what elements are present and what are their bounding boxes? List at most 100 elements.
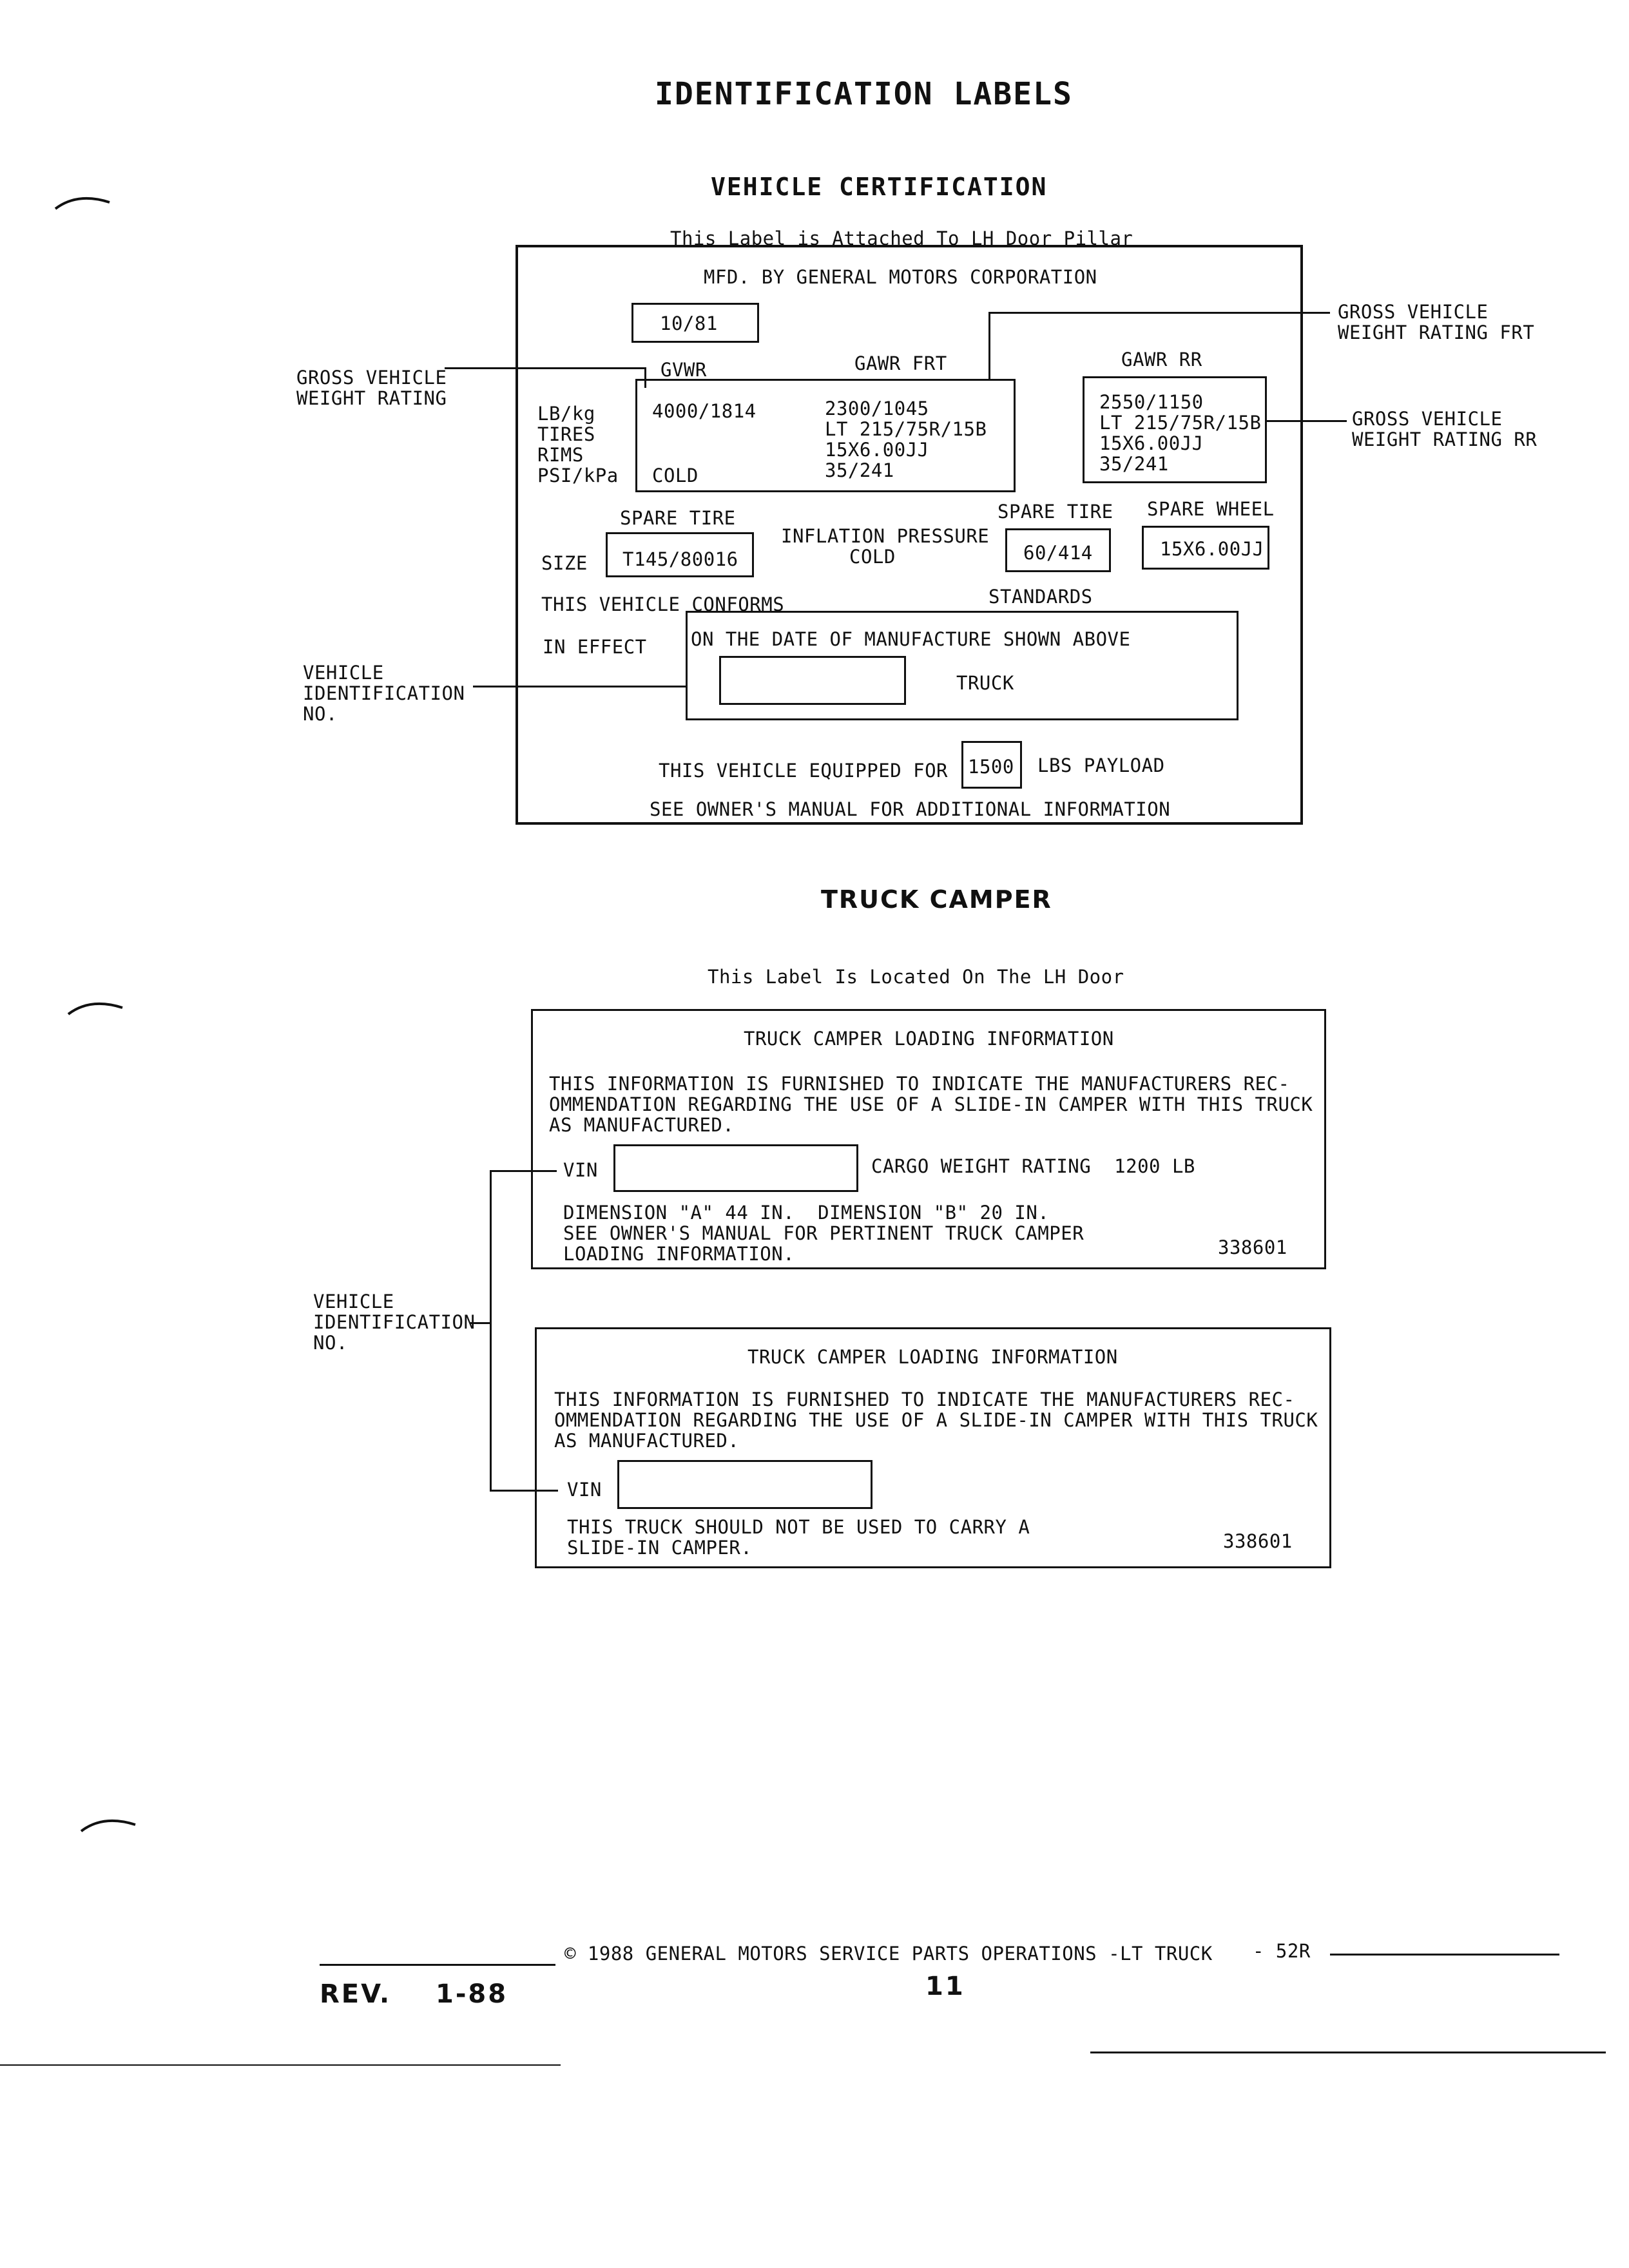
- camper-callout-bracket-top: [490, 1170, 557, 1172]
- camper-label-2-para-line1: THIS INFORMATION IS FURNISHED TO INDICAT…: [554, 1389, 1295, 1410]
- callout-vin-line1: VEHICLE: [303, 662, 384, 684]
- camper-label-1-vin-box: [613, 1144, 858, 1192]
- spare-wheel-value: 15X6.00JJ: [1160, 538, 1264, 560]
- mfd-by-text: MFD. BY GENERAL MOTORS CORPORATION: [704, 266, 1097, 288]
- spare-tire-pressure-box: [1005, 528, 1111, 572]
- camper-callout-vin-line2: IDENTIFICATION: [313, 1311, 476, 1333]
- footer-rule-right: [1330, 1954, 1559, 1956]
- gawr-rr-value-pressure: 35/241: [1099, 453, 1169, 475]
- camper-label-1-part-no: 338601: [1218, 1236, 1287, 1258]
- camper-label-2-warning-line1: THIS TRUCK SHOULD NOT BE USED TO CARRY A: [567, 1516, 1030, 1538]
- camper-callout-bracket-stub: [470, 1322, 491, 1324]
- camper-label-1-cargo-rating: CARGO WEIGHT RATING 1200 LB: [871, 1155, 1195, 1177]
- truck-camper-caption: This Label Is Located On The LH Door: [708, 966, 1124, 988]
- manufacture-date-value: 10/81: [660, 312, 718, 334]
- spare-tire-size-value: T145/80016: [622, 548, 738, 570]
- camper-label-2-warning-line2: SLIDE-IN CAMPER.: [567, 1537, 753, 1559]
- gawr-frt-value-rims: 15X6.00JJ: [825, 439, 929, 461]
- camper-label-2-part-no: 338601: [1223, 1530, 1293, 1552]
- row-label-rims: RIMS: [537, 444, 584, 466]
- camper-label-1-para-line3: AS MANUFACTURED.: [549, 1114, 735, 1136]
- binder-mark-1: [54, 197, 110, 210]
- callout-gawr-frt-leader-drop: [988, 312, 990, 379]
- binder-mark-3: [80, 1819, 136, 1832]
- camper-callout-bracket-bottom: [490, 1490, 558, 1492]
- spare-wheel-label: SPARE WHEEL: [1147, 498, 1275, 520]
- callout-vin-line2: IDENTIFICATION: [303, 682, 465, 704]
- gvwr-value: 4000/1814: [652, 400, 757, 422]
- vehicle-certification-heading: VEHICLE CERTIFICATION: [711, 173, 1048, 201]
- footer-section: - 52R: [1253, 1940, 1311, 1962]
- callout-gawr-frt-leader: [988, 312, 1330, 314]
- spare-tire-size-box: [606, 532, 754, 577]
- see-owners-manual-text: SEE OWNER'S MANUAL FOR ADDITIONAL INFORM…: [650, 798, 1171, 820]
- footer-rev-label: REV.: [320, 1979, 392, 2009]
- truck-label: TRUCK: [956, 672, 1014, 694]
- payload-value: 1500: [968, 756, 1014, 778]
- camper-label-2-para-line3: AS MANUFACTURED.: [554, 1430, 740, 1452]
- callout-gvwr-leader-drop: [644, 367, 646, 388]
- callout-gvwr-line1: GROSS VEHICLE: [296, 367, 447, 389]
- payload-box: [961, 741, 1022, 789]
- camper-label-1-para-line2: OMMENDATION REGARDING THE USE OF A SLIDE…: [549, 1093, 1313, 1115]
- size-label: SIZE: [541, 552, 588, 574]
- gvwr-cold-label: COLD: [652, 465, 699, 486]
- camper-label-1-see-owners-line2: LOADING INFORMATION.: [563, 1243, 795, 1265]
- camper-label-2-title: TRUCK CAMPER LOADING INFORMATION: [747, 1346, 1118, 1368]
- callout-gawr-rr-line1: GROSS VEHICLE: [1352, 408, 1503, 430]
- spare-tire-label: SPARE TIRE: [620, 507, 736, 529]
- equipped-for-text: THIS VEHICLE EQUIPPED FOR: [659, 760, 948, 782]
- callout-gawr-frt-line2: WEIGHT RATING FRT: [1338, 322, 1535, 343]
- callout-gvwr-line2: WEIGHT RATING: [296, 387, 447, 409]
- camper-label-1-vin-label: VIN: [563, 1159, 598, 1181]
- row-label-lbkg: LB/kg: [537, 403, 595, 425]
- camper-callout-bracket-vertical: [490, 1170, 492, 1491]
- gawr-frt-value-pressure: 35/241: [825, 459, 894, 481]
- gawr-rr-box: [1083, 376, 1267, 483]
- page-title: IDENTIFICATION LABELS: [655, 76, 1073, 112]
- spare-tire-pressure-value: 60/414: [1023, 542, 1093, 564]
- camper-label-2-para-line2: OMMENDATION REGARDING THE USE OF A SLIDE…: [554, 1409, 1318, 1431]
- callout-gawr-frt-line1: GROSS VEHICLE: [1338, 301, 1489, 323]
- camper-label-2-vin-label: VIN: [567, 1479, 602, 1501]
- camper-label-1-title: TRUCK CAMPER LOADING INFORMATION: [744, 1028, 1114, 1050]
- camper-label-1-see-owners-line1: SEE OWNER'S MANUAL FOR PERTINENT TRUCK C…: [563, 1222, 1084, 1244]
- camper-label-2-vin-box: [617, 1460, 872, 1509]
- gawr-rr-value-weight: 2550/1150: [1099, 391, 1204, 413]
- footer-bottom-rule-left: [0, 2064, 561, 2066]
- gawr-frt-value-weight: 2300/1045: [825, 398, 929, 419]
- vin-field-box: [719, 656, 906, 705]
- spare-tire-pressure-label: SPARE TIRE: [998, 501, 1113, 523]
- inflation-cold-label: COLD: [849, 546, 896, 568]
- callout-gvwr-leader: [445, 367, 646, 369]
- footer-rev-value: 1-88: [436, 1979, 508, 2009]
- camper-label-2: [535, 1327, 1331, 1568]
- callout-gawr-rr-line2: WEIGHT RATING RR: [1352, 428, 1537, 450]
- gawr-frt-value-tires: LT 215/75R/15B: [825, 418, 987, 440]
- camper-label-1: [531, 1009, 1326, 1269]
- footer-bottom-rule-right: [1090, 2052, 1606, 2053]
- binder-mark-2: [67, 1002, 123, 1015]
- spare-wheel-box: [1142, 526, 1269, 570]
- certification-label-frame: [516, 245, 1303, 825]
- date-of-manufacture-box: [686, 611, 1239, 720]
- callout-gawr-rr-leader: [1267, 420, 1347, 422]
- gawr-rr-column-header: GAWR RR: [1121, 349, 1202, 370]
- footer-copyright: © 1988 GENERAL MOTORS SERVICE PARTS OPER…: [564, 1943, 1213, 1965]
- row-label-psikpa: PSI/kPa: [537, 465, 619, 486]
- callout-vin-leader: [473, 686, 686, 687]
- standards-text: STANDARDS: [988, 586, 1093, 608]
- gawr-rr-value-rims: 15X6.00JJ: [1099, 432, 1204, 454]
- inflation-pressure-label: INFLATION PRESSURE: [781, 525, 990, 547]
- gawr-rr-value-tires: LT 215/75R/15B: [1099, 412, 1262, 434]
- truck-camper-heading: TRUCK CAMPER: [821, 885, 1052, 914]
- gvwr-gawr-frt-box: [635, 379, 1016, 492]
- callout-vin-line3: NO.: [303, 703, 338, 725]
- manufacture-date-box: [631, 303, 759, 343]
- gvwr-column-header: GVWR: [660, 359, 707, 381]
- row-label-tires: TIRES: [537, 423, 595, 445]
- date-of-manufacture-text: ON THE DATE OF MANUFACTURE SHOWN ABOVE: [691, 628, 1131, 650]
- footer-page-number: 11: [925, 1972, 965, 2001]
- in-effect-text: IN EFFECT: [543, 636, 647, 658]
- gawr-frt-column-header: GAWR FRT: [854, 352, 947, 374]
